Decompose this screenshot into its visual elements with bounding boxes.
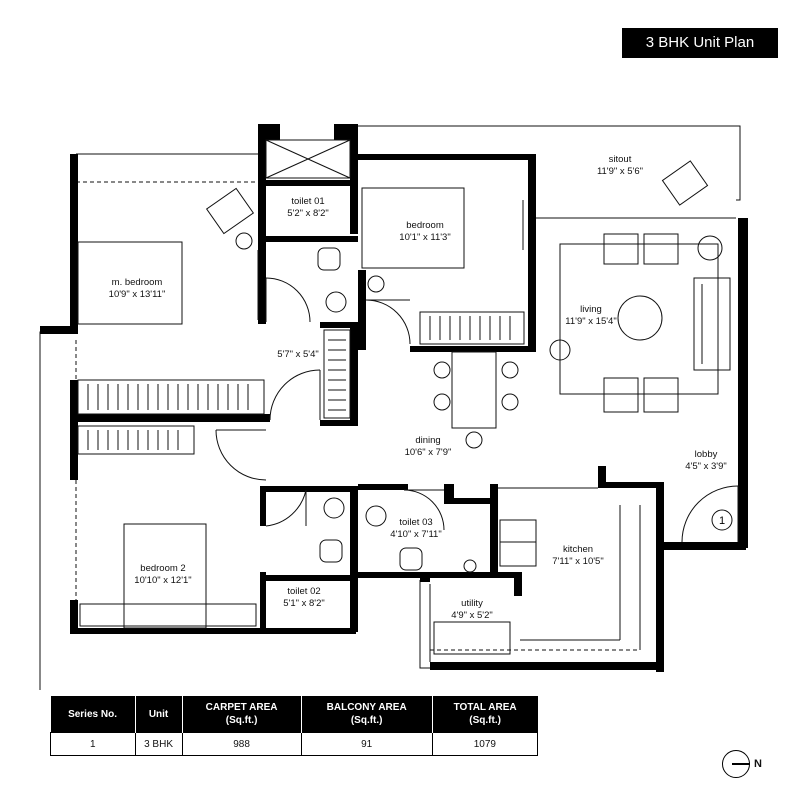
bedroom2-dims: 10'10" x 12'1" — [134, 575, 191, 586]
door-swing-bedroom — [365, 299, 411, 345]
area-table: Series No. Unit CARPET AREA(Sq.ft.) BALC… — [50, 696, 539, 756]
mbedroom-name: m. bedroom — [112, 277, 163, 288]
plan-title: 3 BHK Unit Plan — [622, 28, 778, 58]
kitchen-name: kitchen — [563, 544, 593, 555]
door-swing-mbedroom — [269, 369, 321, 421]
toilet01-dims: 5'2" x 8'2" — [287, 208, 329, 219]
mbed-wardrobe — [77, 379, 265, 415]
living-table — [617, 295, 663, 341]
toilet01-name: toilet 01 — [291, 196, 324, 207]
entrance-number: 1 — [719, 515, 725, 527]
area-table-header: Series No. Unit CARPET AREA(Sq.ft.) BALC… — [50, 696, 538, 733]
bedroom2-wardrobe — [77, 425, 195, 455]
header-unit: Unit — [135, 696, 183, 733]
dining-table — [451, 351, 497, 429]
sitout-dims: 11'9" x 5'6" — [597, 166, 643, 177]
mbedroom-dims: 10'9" x 13'11" — [109, 289, 166, 300]
cell-series: 1 — [50, 732, 136, 756]
windows — [257, 139, 524, 320]
entrance-circle — [711, 509, 733, 531]
bedroom-wardrobe — [419, 311, 525, 345]
compass-needle — [732, 763, 750, 765]
lobby-name: lobby — [695, 449, 718, 460]
door-swing-toilet03 — [403, 489, 445, 531]
header-carpet-area: CARPET AREA(Sq.ft.) — [182, 696, 302, 733]
header-balcony-area: BALCONY AREA(Sq.ft.) — [301, 696, 433, 733]
mbed-chair — [205, 187, 255, 235]
bedroom2-name: bedroom 2 — [140, 563, 185, 574]
header-series: Series No. — [50, 696, 136, 733]
header-total-area: TOTAL AREA(Sq.ft.) — [432, 696, 538, 733]
cell-unit: 3 BHK — [134, 732, 183, 756]
cell-balcony-area: 91 — [300, 732, 433, 756]
door-swing-toilet02 — [265, 489, 307, 527]
mbed-bed — [77, 241, 183, 325]
living-rug — [559, 243, 719, 395]
utility-name: utility — [461, 598, 483, 609]
sitout-name: sitout — [609, 154, 632, 165]
floor-plan: sitout 11'9" x 5'6" bedroom 10'1" x 11'3… — [39, 124, 748, 690]
sitout-chair — [661, 160, 709, 206]
toilet01-wc — [317, 247, 341, 271]
bedroom2-bed — [123, 523, 207, 629]
door-swing-bedroom2 — [215, 429, 267, 481]
utility-outline — [419, 580, 660, 669]
living-sofa — [693, 277, 731, 371]
sitout-outline — [358, 125, 741, 201]
cell-carpet-area: 988 — [181, 732, 302, 756]
furniture — [77, 160, 731, 655]
utility-dims: 4'9" x 5'2" — [451, 610, 493, 621]
bedroom-name: bedroom — [406, 220, 444, 231]
kitchen-dims: 7'11" x 10'5" — [552, 556, 603, 567]
bedroom-dims: 10'1" x 11'3" — [399, 232, 450, 243]
compass-label: N — [754, 758, 762, 770]
mbed-side-table — [235, 232, 253, 250]
toilet01-basin — [325, 291, 347, 313]
dining-dims: 10'6" x 7'9" — [405, 447, 452, 458]
walls — [40, 124, 748, 672]
left-balcony-outline — [39, 331, 72, 690]
toilet03-name: toilet 03 — [399, 517, 432, 528]
table-row: 1 3 BHK 988 91 1079 — [50, 732, 539, 756]
dining-name: dining — [415, 435, 440, 446]
toilet03-dims: 4'10" x 7'11" — [390, 529, 441, 540]
lobby-dims: 4'5" x 3'9" — [685, 461, 727, 472]
cell-total-area: 1079 — [431, 732, 539, 756]
room-labels: sitout 11'9" x 5'6" bedroom 10'1" x 11'3… — [109, 154, 727, 621]
door-swing-toilet01 — [265, 277, 311, 323]
door-swing-entrance — [681, 485, 739, 543]
entrance-marker: 1 — [711, 509, 733, 531]
thin-outlines — [39, 125, 741, 690]
toilet02-name: toilet 02 — [287, 586, 320, 597]
bedroom-bed — [361, 187, 465, 269]
living-dims: 11'9" x 15'4" — [565, 316, 616, 327]
shaft — [265, 139, 351, 179]
passage-dims: 5'7" x 5'4" — [277, 349, 319, 360]
doors — [215, 277, 739, 662]
living-name: living — [580, 304, 602, 315]
toilet02-dims: 5'1" x 8'2" — [283, 598, 325, 609]
